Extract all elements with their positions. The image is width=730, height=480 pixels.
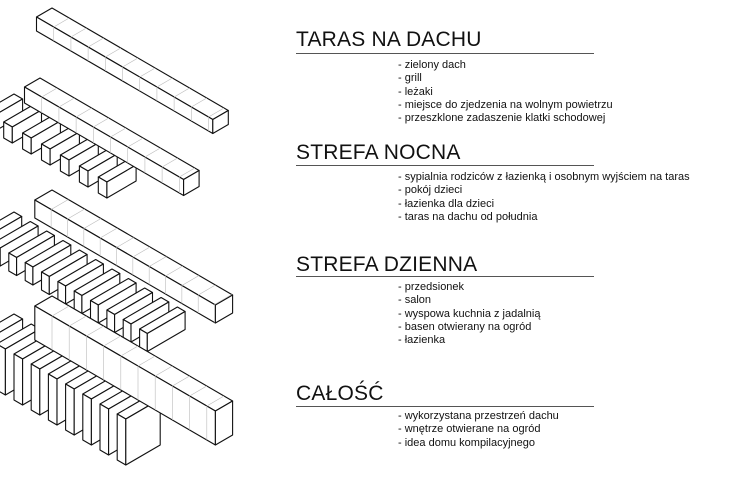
section-divider xyxy=(296,406,594,407)
roof-slab-grid-line xyxy=(122,57,139,68)
list-item: taras na dachu od południa xyxy=(398,211,690,224)
whole-house-fin-side-left xyxy=(47,373,58,426)
whole-house-upper-grid-line xyxy=(69,315,87,327)
day-zone-fin-side-left xyxy=(24,261,34,286)
whole-house-upper-grid-line xyxy=(51,305,70,317)
roof-slab-grid-line xyxy=(105,47,121,58)
roof-slab-grid-line xyxy=(139,67,156,78)
day-zone-fin-side-left xyxy=(40,271,50,296)
list-item: salon xyxy=(398,294,540,307)
whole-house-feature-list: wykorzystana przestrzeń dachu wnętrze ot… xyxy=(398,410,559,450)
whole-house-upper-grid-line xyxy=(172,375,190,387)
roof-slab-grid-line xyxy=(173,87,190,98)
roof-slab-grid-line xyxy=(70,27,87,38)
roof-slab-grid-line xyxy=(53,17,70,28)
night-zone-spine-grid-line xyxy=(179,167,195,178)
whole-house-upper-grid-line xyxy=(120,345,139,357)
night-zone-volume xyxy=(0,77,200,199)
day-zone-fin-side-right xyxy=(146,310,186,353)
axonometric-diagram xyxy=(0,7,234,466)
whole-house-fin-side-left xyxy=(116,413,127,466)
list-item: basen otwierany na ogród xyxy=(398,321,540,334)
day-zone-spine-grid-line xyxy=(116,237,134,248)
section-title-night-zone: STREFA NOCNA xyxy=(296,141,461,164)
night-zone-feature-list: sypialnia rodziców z łazienką i osobnym … xyxy=(398,171,690,224)
section-title-day-zone: STREFA DZIENNA xyxy=(296,253,478,276)
list-item: idea domu kompilacyjnego xyxy=(398,437,559,450)
list-item: wyspowa kuchnia z jadalnią xyxy=(398,308,541,321)
night-zone-spine-grid-line xyxy=(110,127,127,138)
night-zone-spine-grid-line xyxy=(161,157,178,168)
day-zone-fin-side-left xyxy=(8,252,18,277)
whole-house-upper-grid-line xyxy=(86,325,104,337)
whole-house-fin-side-left xyxy=(82,393,92,446)
whole-house-upper-side-right xyxy=(214,400,234,446)
list-item: przeszklone zadaszenie klatki schodowej xyxy=(398,112,613,125)
roof-slab-grid-line xyxy=(156,77,173,88)
day-zone-spine-grid-line xyxy=(67,208,85,220)
roof-terrace-volume xyxy=(35,7,229,135)
night-zone-spine-grid-line xyxy=(93,117,109,128)
section-title-roof-terrace: TARAS NA DACHU xyxy=(296,28,482,51)
list-item: miejsce do zjedzenia na wolnym powietrzu xyxy=(398,99,613,112)
whole-house-volume xyxy=(0,295,234,466)
list-item: leżaki xyxy=(398,86,613,99)
list-item: grill xyxy=(398,72,613,85)
list-item: wykorzystana przestrzeń dachu xyxy=(398,410,559,423)
night-zone-spine-grid-line xyxy=(58,97,75,108)
list-item: zielony dach xyxy=(398,59,613,72)
list-item: pokój dzieci xyxy=(398,184,690,197)
whole-house-fin-side-left xyxy=(30,363,41,416)
day-zone-spine-grid-line xyxy=(83,218,102,229)
day-zone-feature-list: przedsionek salon wyspowa kuchnia z jada… xyxy=(398,281,541,347)
roof-slab-grid-line xyxy=(191,97,207,108)
whole-house-upper-grid-line xyxy=(155,365,173,377)
night-zone-fin-side-right xyxy=(106,164,137,199)
roof-slab-grid-line xyxy=(87,37,104,48)
day-zone-spine-side-right xyxy=(214,294,234,324)
list-item: przedsionek xyxy=(398,281,540,294)
night-zone-spine-grid-line xyxy=(127,137,144,148)
roof-slab-grid-line xyxy=(208,107,225,118)
roof-slab-side-right xyxy=(212,109,229,135)
day-zone-spine-grid-line xyxy=(214,294,232,305)
whole-house-fin-side-left xyxy=(13,353,24,406)
whole-house-fin-side-left xyxy=(65,383,75,436)
section-title-whole-house: CAŁOŚĆ xyxy=(296,382,384,405)
section-divider xyxy=(296,165,594,166)
whole-house-upper-grid-line xyxy=(103,335,121,347)
day-zone-spine-grid-line xyxy=(100,227,118,239)
night-zone-spine-grid-line xyxy=(41,87,58,98)
day-zone-volume xyxy=(0,189,234,353)
whole-house-fin-side-left xyxy=(99,403,110,456)
section-divider xyxy=(296,276,594,277)
whole-house-upper-grid-line xyxy=(137,355,156,367)
day-zone-spine-grid-line xyxy=(50,199,69,210)
day-zone-spine-grid-line xyxy=(181,275,200,286)
day-zone-spine-grid-line xyxy=(132,246,151,258)
night-zone-spine-grid-line xyxy=(144,147,161,158)
whole-house-upper-grid-line xyxy=(189,385,207,397)
day-zone-spine-grid-line xyxy=(198,284,216,296)
day-zone-spine-grid-line xyxy=(165,265,183,277)
whole-house-upper-grid-line xyxy=(206,395,225,407)
whole-house-fin-side-left xyxy=(0,345,6,396)
night-zone-spine-side-right xyxy=(183,169,200,197)
list-item: sypialnia rodziców z łazienką i osobnym … xyxy=(398,171,690,184)
list-item: łazienka dla dzieci xyxy=(398,198,690,211)
list-item: łazienka xyxy=(398,334,540,347)
day-zone-spine-grid-line xyxy=(149,256,167,267)
section-divider xyxy=(296,53,594,54)
night-zone-spine-grid-line xyxy=(75,107,92,118)
roof-terrace-feature-list: zielony dach grill leżaki miejsce do zje… xyxy=(398,59,613,125)
list-item: wnętrze otwierane na ogród xyxy=(398,423,559,436)
